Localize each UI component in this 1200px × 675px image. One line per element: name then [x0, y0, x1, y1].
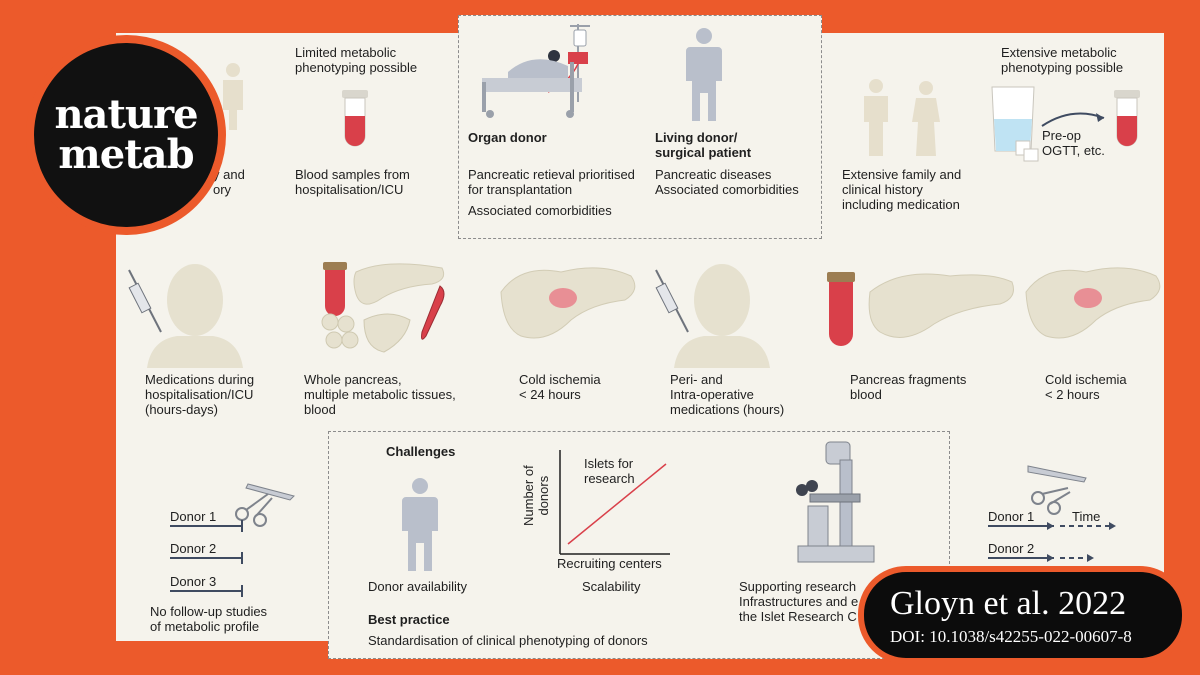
supporting-research-text: Supporting research Infrastructures and …: [739, 579, 859, 624]
ogtt-glass-icon: [991, 86, 1039, 162]
head-silhouette-icon: [147, 264, 243, 368]
living-donor-description: Pancreatic diseases Associated comorbidi…: [655, 167, 799, 197]
pancreas-icon: [353, 263, 445, 305]
syringe-icon: [128, 269, 162, 333]
living-donor-figure-icon: [686, 28, 722, 121]
time-label: Time: [1072, 509, 1101, 524]
challenges-title: Challenges: [386, 444, 456, 459]
islets-icon: [321, 313, 359, 349]
medications-icu-text: Medications during hospitalisation/ICU (…: [145, 372, 255, 417]
chart-y-label: Number of donors: [521, 465, 551, 526]
microscope-icon: [796, 441, 875, 563]
chart-series-label: Islets for research: [584, 456, 635, 486]
organ-donor-comorbidities: Associated comorbidities: [468, 203, 612, 218]
donor-figure-icon: [402, 478, 438, 571]
cold-ischemia-24-text: Cold ischemia < 24 hours: [519, 372, 601, 402]
liver-icon: [363, 313, 411, 353]
scalability-chart: [559, 450, 670, 555]
scalpel-scissors-icon: [235, 483, 295, 527]
donor-1-timeline: [170, 520, 243, 532]
pancreas-fragments-text: Pancreas fragments blood: [850, 372, 967, 402]
extensive-phenotyping-title: Extensive metabolic phenotyping possible: [1001, 45, 1124, 75]
living-donor-title: Living donor/ surgical patient: [655, 130, 752, 160]
tube-icon: [323, 262, 347, 316]
blood-tube-icon: [1114, 90, 1140, 147]
organ-donor-description: Pancreatic retieval prioritised for tran…: [468, 167, 635, 197]
donor-availability-text: Donor availability: [368, 579, 467, 594]
blood-tube-icon: [342, 90, 368, 147]
best-practice-title: Best practice: [368, 612, 450, 627]
preop-ogtt-text: Pre-op OGTT, etc.: [1042, 128, 1105, 158]
donor-2-timeline: [170, 552, 243, 564]
nature-metab-logo: nature metab: [26, 35, 226, 235]
donor-1-label: Donor 1: [988, 509, 1035, 524]
citation-title: Gloyn et al. 2022: [890, 585, 1127, 622]
whole-pancreas-text: Whole pancreas, multiple metabolic tissu…: [304, 372, 456, 417]
no-followup-text: No follow-up studies of metabolic profil…: [150, 604, 268, 634]
pancreas-ischemia-icon: [500, 267, 636, 339]
logo-text: nature metab: [54, 91, 198, 178]
hospital-bed-icon: [482, 24, 590, 118]
citation-doi: DOI: 10.1038/s42255-022-00607-8: [890, 627, 1132, 646]
chart-x-label: Recruiting centers: [557, 556, 662, 571]
limited-phenotyping-title: Limited metabolic phenotyping possible: [295, 45, 418, 75]
preop-arrow-icon: [1041, 112, 1105, 127]
donor-1-label: Donor 1: [170, 509, 217, 524]
chart-series-line: [567, 463, 667, 545]
head-silhouette-icon: [674, 264, 770, 368]
donor-1-timeline: [988, 522, 1116, 530]
donor-2-timeline: [988, 554, 1094, 562]
best-practice-text: Standardisation of clinical phenotyping …: [368, 633, 648, 648]
donor-2-label: Donor 2: [170, 541, 217, 556]
peri-operative-text: Peri- and Intra-operative medications (h…: [670, 372, 785, 417]
donor-3-label: Donor 3: [170, 574, 217, 589]
syringe-icon: [655, 269, 689, 333]
donor-3-timeline: [170, 585, 243, 597]
body-figures-icon: [223, 63, 243, 130]
scalability-text: Scalability: [582, 579, 641, 594]
tube-icon: [827, 272, 855, 346]
family-history-text: Extensive family and clinical history in…: [842, 167, 962, 212]
pancreas-fragments-icon: [868, 273, 1014, 338]
donor-2-label: Donor 2: [988, 541, 1035, 556]
donor-types-box: [458, 15, 822, 239]
citation-badge: Gloyn et al. 2022 DOI: 10.1038/s42255-02…: [858, 566, 1188, 664]
family-figures-icon: [864, 79, 940, 156]
muscle-icon: [421, 285, 445, 340]
blood-samples-text: Blood samples from hospitalisation/ICU: [295, 167, 410, 197]
scalpel-scissors-icon: [1027, 465, 1087, 515]
cold-ischemia-2-text: Cold ischemia < 2 hours: [1045, 372, 1127, 402]
pancreas-ischemia-icon: [1025, 267, 1161, 339]
organ-donor-title: Organ donor: [468, 130, 547, 145]
